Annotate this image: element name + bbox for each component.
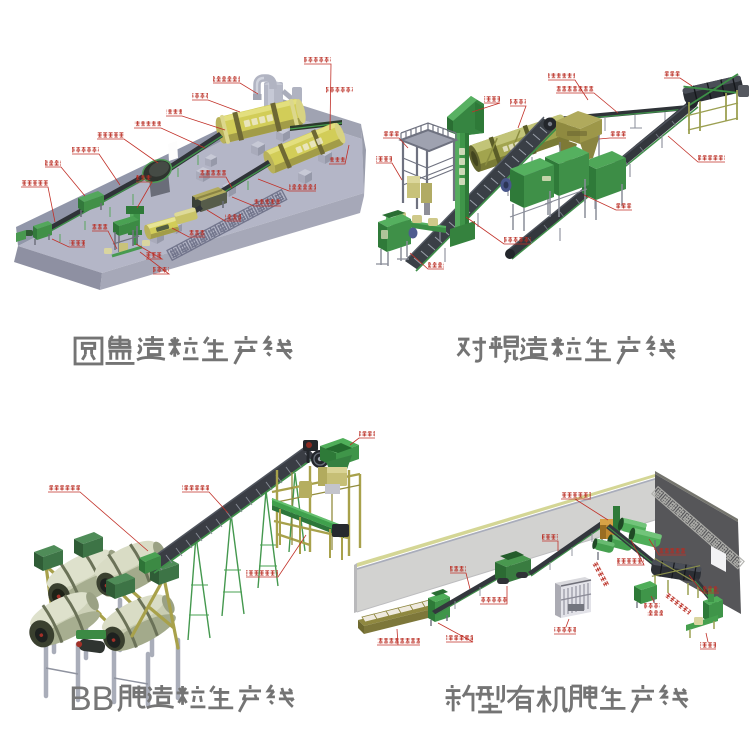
svg-text:BB: BB	[69, 680, 114, 718]
